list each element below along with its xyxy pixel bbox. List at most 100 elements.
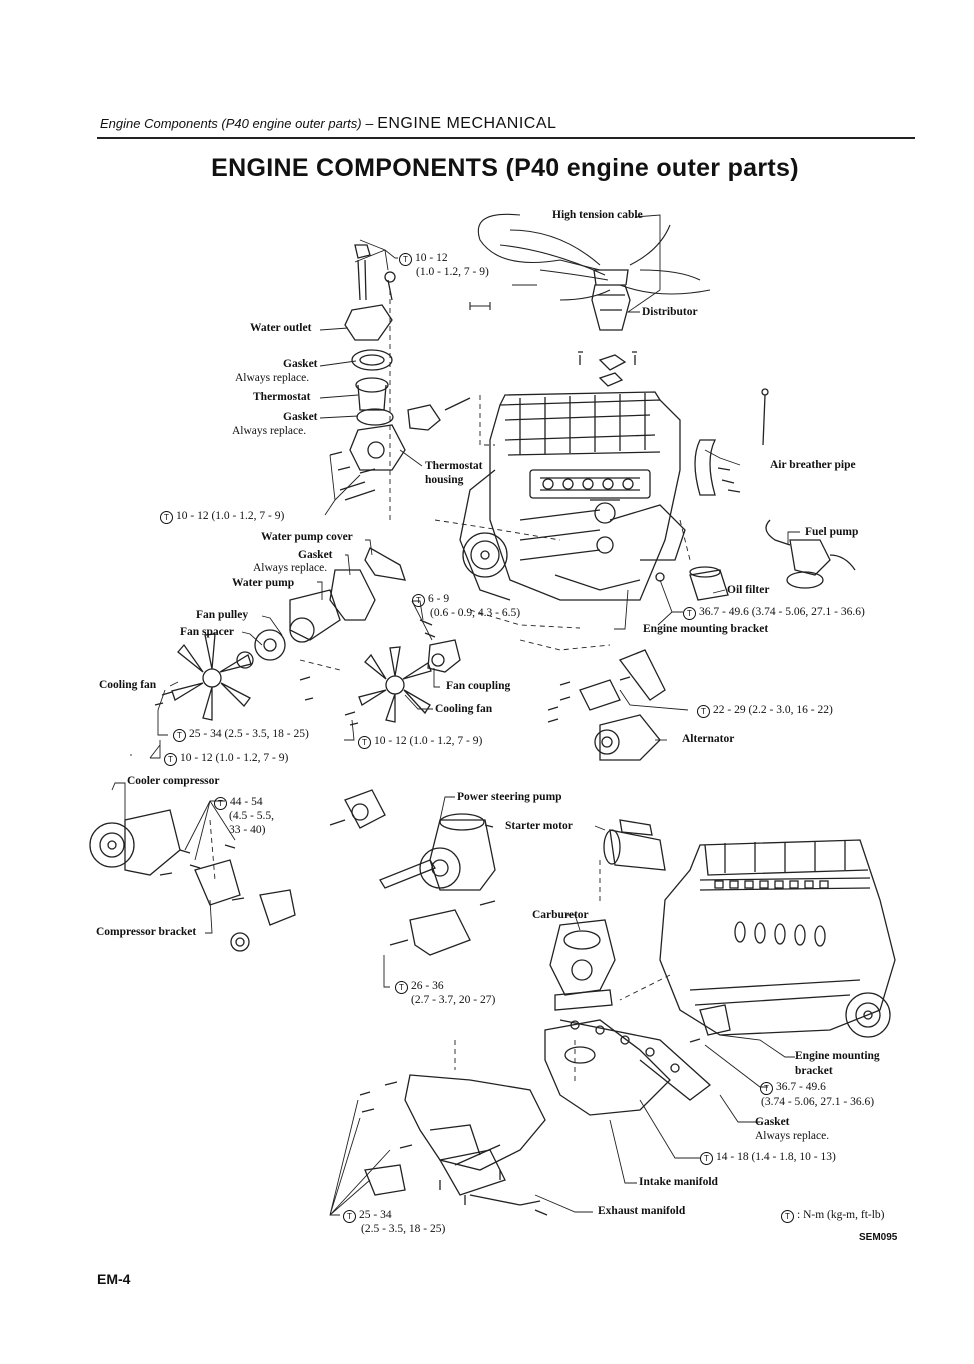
torque-value: 10 - 12 (1.0 - 1.2, 7 - 9) <box>180 752 289 764</box>
label-thermostat-housing: Thermostat <box>425 460 483 472</box>
torque-label-9-detail-2: 33 - 40) <box>229 824 266 836</box>
label-air-breather-pipe: Air breather pipe <box>770 459 856 471</box>
label-cooling-fan-2: Cooling fan <box>435 703 493 715</box>
label-fan-pulley: Fan pulley <box>196 609 249 621</box>
leader-lines <box>111 214 800 1216</box>
torque-icon: T <box>683 607 696 620</box>
running-title: Engine Components (P40 engine outer part… <box>100 116 362 131</box>
torque-value: 6 - 9 <box>428 593 450 605</box>
header-rule <box>97 137 915 139</box>
label-water-pump-cover: Water pump cover <box>261 531 353 543</box>
label-fuel-pump: Fuel pump <box>805 526 859 538</box>
label-engine-mounting-bracket-2b: bracket <box>795 1065 833 1077</box>
torque-value: 36.7 - 49.6 <box>776 1081 826 1093</box>
label-starter-motor: Starter motor <box>505 820 573 832</box>
label-engine-mounting-bracket-2: Engine mounting <box>795 1050 880 1062</box>
high-tension-cable-illustration <box>469 213 711 310</box>
torque-icon: T <box>164 753 177 766</box>
running-header: Engine Components (P40 engine outer part… <box>100 115 556 133</box>
torque-icon: T <box>395 981 408 994</box>
torque-value: 44 - 54 <box>230 796 263 808</box>
cooler-compressor-illustration <box>89 809 296 952</box>
engine-block-upper-illustration <box>459 391 686 601</box>
label-cooling-fan-1: Cooling fan <box>99 679 157 691</box>
torque-value: 25 - 34 <box>359 1209 392 1221</box>
torque-value: 22 - 29 (2.2 - 3.0, 16 - 22) <box>713 704 833 716</box>
label-alternator: Alternator <box>682 733 735 745</box>
torque-icon: T <box>358 736 371 749</box>
header-dash: – <box>365 115 374 131</box>
label-high-tension-cable: High tension cable <box>552 209 643 221</box>
label-gasket-4-note: Always replace. <box>755 1130 830 1142</box>
torque-legend: T: N-m (kg-m, ft-lb) <box>781 1209 885 1223</box>
label-distributor: Distributor <box>642 306 698 318</box>
torque-value: 10 - 12 (1.0 - 1.2, 7 - 9) <box>374 735 483 747</box>
label-gasket-2-note: Always replace. <box>232 425 307 437</box>
label-gasket-3: Gasket <box>298 549 333 561</box>
torque-icon: T <box>160 511 173 524</box>
torque-icon: T <box>700 1152 713 1165</box>
torque-label-3-detail: (0.6 - 0.9, 4.3 - 6.5) <box>430 607 521 619</box>
label-compressor-bracket: Compressor bracket <box>96 926 197 938</box>
label-fan-coupling: Fan coupling <box>446 680 511 692</box>
label-carburetor: Carburetor <box>532 909 589 921</box>
label-gasket-1: Gasket <box>283 358 318 370</box>
torque-value: 10 - 12 <box>415 252 448 264</box>
label-gasket-4: Gasket <box>755 1116 790 1128</box>
exhaust-manifold-illustration <box>359 1074 548 1216</box>
torque-label-13-detail: (2.5 - 3.5, 18 - 25) <box>361 1223 446 1235</box>
fuel-pump-illustration <box>765 519 856 589</box>
label-gasket-3-note: Always replace. <box>253 562 328 574</box>
torque-icon: T <box>781 1210 794 1223</box>
alternator-illustration <box>547 649 666 761</box>
page-number: EM-4 <box>97 1271 131 1287</box>
torque-label-9-detail-1: (4.5 - 5.5, <box>229 810 275 822</box>
engine-block-lower-illustration <box>659 839 896 1043</box>
section-name: ENGINE MECHANICAL <box>377 115 557 132</box>
label-gasket-2: Gasket <box>283 411 318 423</box>
torque-value: 14 - 18 (1.4 - 1.8, 10 - 13) <box>716 1151 836 1163</box>
label-water-pump: Water pump <box>232 577 295 589</box>
label-engine-mounting-bracket: Engine mounting bracket <box>643 623 769 635</box>
label-exhaust-manifold: Exhaust manifold <box>598 1205 686 1217</box>
label-fan-spacer: Fan spacer <box>180 626 234 638</box>
oil-filter-illustration <box>655 566 729 601</box>
intake-manifold-illustration <box>544 1019 712 1116</box>
torque-label-10-detail: (2.7 - 3.7, 20 - 27) <box>411 994 496 1006</box>
torque-icon: T <box>173 729 186 742</box>
alignment-dashes <box>130 290 691 1085</box>
water-pump-fan-illustration <box>154 547 461 726</box>
page-title: ENGINE COMPONENTS (P40 engine outer part… <box>211 154 799 182</box>
cooling-fan-1-blades <box>171 633 252 721</box>
torque-icon: T <box>697 705 710 718</box>
torque-icon: T <box>343 1210 356 1223</box>
torque-icon: T <box>399 253 412 266</box>
label-oil-filter: Oil filter <box>727 584 770 596</box>
starter-motor-illustration <box>603 819 666 871</box>
torque-value: 26 - 36 <box>411 980 444 992</box>
label-gasket-1-note: Always replace. <box>235 372 310 384</box>
label-cooler-compressor: Cooler compressor <box>127 775 220 787</box>
torque-value: 25 - 34 (2.5 - 3.5, 18 - 25) <box>189 728 309 740</box>
torque-icon: T <box>760 1082 773 1095</box>
carburetor-illustration <box>549 919 616 1011</box>
torque-value: 36.7 - 49.6 (3.74 - 5.06, 27.1 - 36.6) <box>699 606 865 618</box>
label-intake-manifold: Intake manifold <box>639 1176 718 1188</box>
label-power-steering-pump: Power steering pump <box>457 791 562 803</box>
torque-value: 10 - 12 (1.0 - 1.2, 7 - 9) <box>176 510 285 522</box>
label-thermostat-housing-2: housing <box>425 474 464 486</box>
air-breather-pipe-illustration <box>694 388 769 496</box>
